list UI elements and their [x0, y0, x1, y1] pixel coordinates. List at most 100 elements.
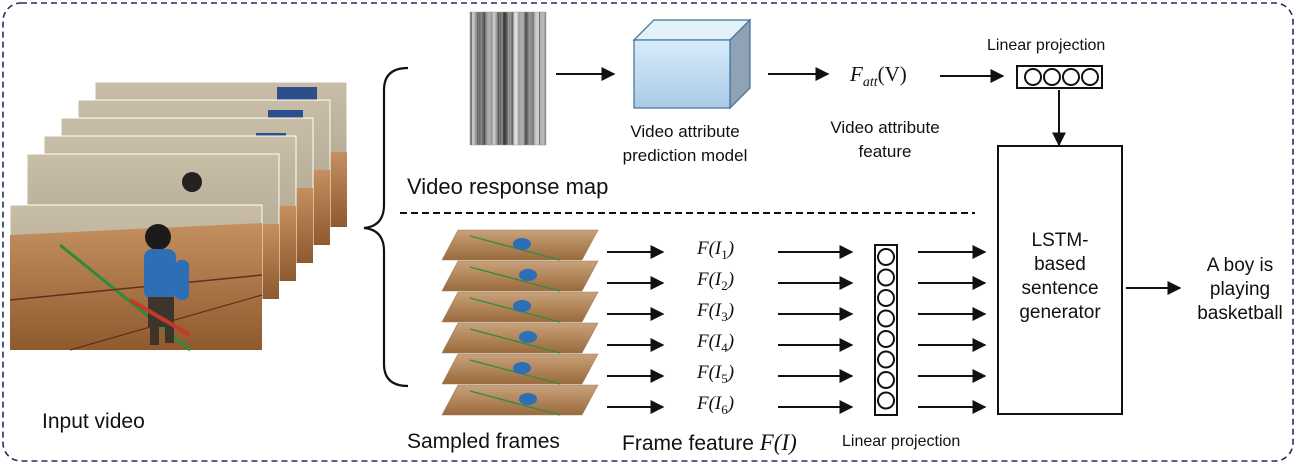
- output-line3: basketball: [1197, 303, 1283, 324]
- response-map-streak: [476, 12, 479, 145]
- video-response-map-image: [469, 11, 547, 146]
- response-map-streak: [532, 12, 535, 145]
- sampled-frame: [441, 322, 599, 354]
- response-map-streak: [494, 12, 496, 145]
- attribute-model-label: Video attribute prediction model: [620, 120, 750, 168]
- response-map-streak: [514, 12, 517, 145]
- attribute-model-label-line1: Video attribute: [630, 122, 740, 141]
- response-map-streak: [490, 12, 493, 145]
- sampled-frames-label: Sampled frames: [407, 430, 560, 453]
- arrows-frames-to-features: [607, 245, 665, 414]
- response-map-streak: [521, 12, 524, 145]
- frame-feature-formula: F(I5): [697, 362, 734, 387]
- frame-feature-base: F(I: [697, 300, 722, 321]
- output-sentence: A boy is playing basketball: [1185, 254, 1295, 326]
- branch-brace: [363, 66, 409, 388]
- projection-unit: [877, 350, 895, 369]
- frame-feature-math: F(I): [759, 430, 797, 455]
- response-map-streak: [518, 12, 520, 145]
- linear-projection-top-vector: [1016, 65, 1103, 89]
- response-map-streak: [535, 12, 537, 145]
- response-map-streak: [542, 12, 545, 145]
- attribute-feature-label: Video attribute feature: [805, 116, 965, 164]
- frame-feature-formula: F(I3): [697, 300, 734, 325]
- lstm-label-line4: generator: [1019, 302, 1101, 323]
- frame-feature-formula: F(I1): [697, 238, 734, 263]
- frame-feature-formula: F(I4): [697, 331, 734, 356]
- lstm-generator-label: LSTM- based sentence generator: [998, 229, 1122, 325]
- sampled-frame: [441, 229, 599, 261]
- frame-feature-close: ): [727, 393, 735, 414]
- frame-feature-subscript: 5: [721, 370, 728, 386]
- response-map-streak: [473, 12, 475, 145]
- frame-feature-subscript: 6: [721, 401, 728, 417]
- response-map-streak: [470, 12, 472, 145]
- frame-feature-close: ): [727, 269, 735, 290]
- projection-unit: [877, 289, 895, 307]
- frame-feature-label: Frame feature F(I): [622, 430, 797, 456]
- projection-unit: [877, 330, 895, 348]
- video-response-map-label: Video response map: [407, 174, 609, 199]
- sampled-frame: [441, 353, 599, 385]
- frame-feature-base: F(I: [697, 238, 722, 259]
- input-video-label: Input video: [42, 410, 145, 433]
- f-att-base: F: [850, 62, 863, 86]
- lstm-generator-box: [997, 145, 1123, 415]
- response-map-streak: [507, 12, 510, 145]
- f-att-argument: (V): [877, 62, 907, 86]
- projection-unit: [877, 268, 895, 287]
- lstm-label-line3: sentence: [1021, 278, 1099, 299]
- sampled-frames-stack: [441, 229, 599, 416]
- f-att-formula: Fatt(V): [850, 62, 907, 91]
- linear-projection-top-label: Linear projection: [987, 37, 1106, 54]
- sampled-frame: [441, 260, 599, 292]
- attribute-feature-label-line2: feature: [858, 142, 912, 161]
- lstm-label-line2: based: [1034, 254, 1086, 275]
- response-map-streak: [504, 12, 506, 145]
- frame-feature-formula: F(I6): [697, 393, 734, 418]
- response-map-streak: [528, 12, 530, 145]
- frame-feature-subscript: 3: [721, 308, 728, 324]
- frame-feature-text: Frame feature: [622, 432, 760, 455]
- response-map-streak: [497, 12, 499, 145]
- output-line2: playing: [1209, 279, 1271, 300]
- frame-feature-close: ): [727, 362, 735, 383]
- sampled-frame: [441, 291, 599, 323]
- frame-feature-base: F(I: [697, 362, 722, 383]
- frame-feature-subscript: 4: [721, 339, 728, 355]
- f-att-subscript: att: [862, 75, 878, 91]
- response-map-streak: [525, 12, 527, 145]
- frame-feature-close: ): [727, 238, 735, 259]
- linear-projection-bottom-label: Linear projection: [842, 433, 961, 450]
- response-map-streak: [480, 12, 483, 145]
- arrows-projection-to-lstm: [918, 245, 987, 414]
- frame-feature-base: F(I: [697, 331, 722, 352]
- linear-projection-bottom-vector: [874, 244, 898, 416]
- sampled-frame: [441, 384, 599, 416]
- attribute-model-label-line2: prediction model: [622, 146, 748, 165]
- response-map-streak: [501, 12, 504, 145]
- input-video-stack: [9, 81, 348, 352]
- attribute-model-cube: [632, 18, 752, 110]
- response-map-streak: [539, 12, 541, 145]
- response-map-streak: [511, 12, 514, 145]
- frame-feature-subscript: 2: [721, 277, 728, 293]
- frame-feature-subscript: 1: [721, 246, 728, 262]
- frame-feature-close: ): [727, 300, 735, 321]
- frame-feature-base: F(I: [697, 393, 722, 414]
- projection-unit: [877, 309, 895, 328]
- projection-unit: [877, 371, 895, 389]
- projection-unit: [877, 248, 895, 266]
- response-map-streak: [483, 12, 485, 145]
- response-map-streak: [487, 12, 489, 145]
- frame-feature-base: F(I: [697, 269, 722, 290]
- output-line1: A boy is: [1206, 255, 1274, 276]
- projection-unit: [877, 391, 895, 410]
- frame-feature-close: ): [727, 331, 735, 352]
- lstm-label-line1: LSTM-: [1031, 230, 1089, 251]
- attribute-feature-label-line1: Video attribute: [830, 118, 940, 137]
- arrows-features-to-projection: [778, 245, 854, 414]
- frame-feature-formula: F(I2): [697, 269, 734, 294]
